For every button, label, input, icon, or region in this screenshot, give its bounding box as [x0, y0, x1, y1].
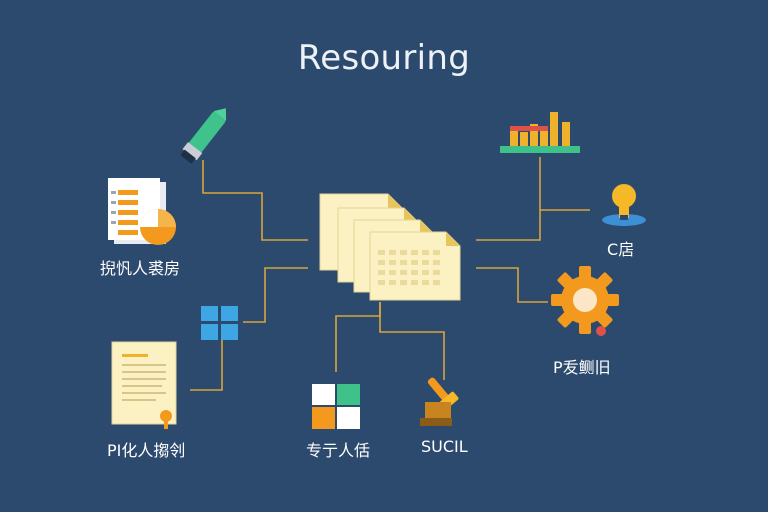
- gear-label: P叐鲗旧: [553, 358, 611, 377]
- connector-pen: [202, 160, 308, 241]
- gear-icon: [551, 266, 619, 336]
- windows-grid-icon: [201, 306, 238, 340]
- bar-chart-icon: [500, 112, 580, 153]
- stamp-label: SUCIL: [421, 437, 468, 456]
- connector-chart: [476, 157, 541, 241]
- certificate-icon: [111, 341, 177, 429]
- document-sheet-front: [369, 231, 461, 301]
- document-stack-icon: [319, 193, 461, 301]
- certificate-label: PI化人搊刢: [107, 441, 186, 460]
- lightbulb-label: C扂: [607, 240, 635, 259]
- report-pie-icon: [108, 178, 176, 245]
- tiles-label: 专亍人佸: [306, 441, 371, 460]
- page-title: Resouring: [297, 38, 471, 78]
- connector-lines: [190, 157, 590, 391]
- report-label: 掜忛人裘房: [100, 259, 181, 278]
- tiles-icon: [312, 384, 360, 429]
- pen-icon: [180, 108, 227, 164]
- connector-left-mid: [243, 267, 308, 323]
- connector-stamp: [379, 302, 445, 380]
- connector-certificate: [190, 336, 223, 391]
- lightbulb-icon: [602, 184, 646, 226]
- connector-tiles: [335, 302, 381, 372]
- connector-gear: [476, 267, 548, 303]
- stamp-icon: [420, 377, 459, 426]
